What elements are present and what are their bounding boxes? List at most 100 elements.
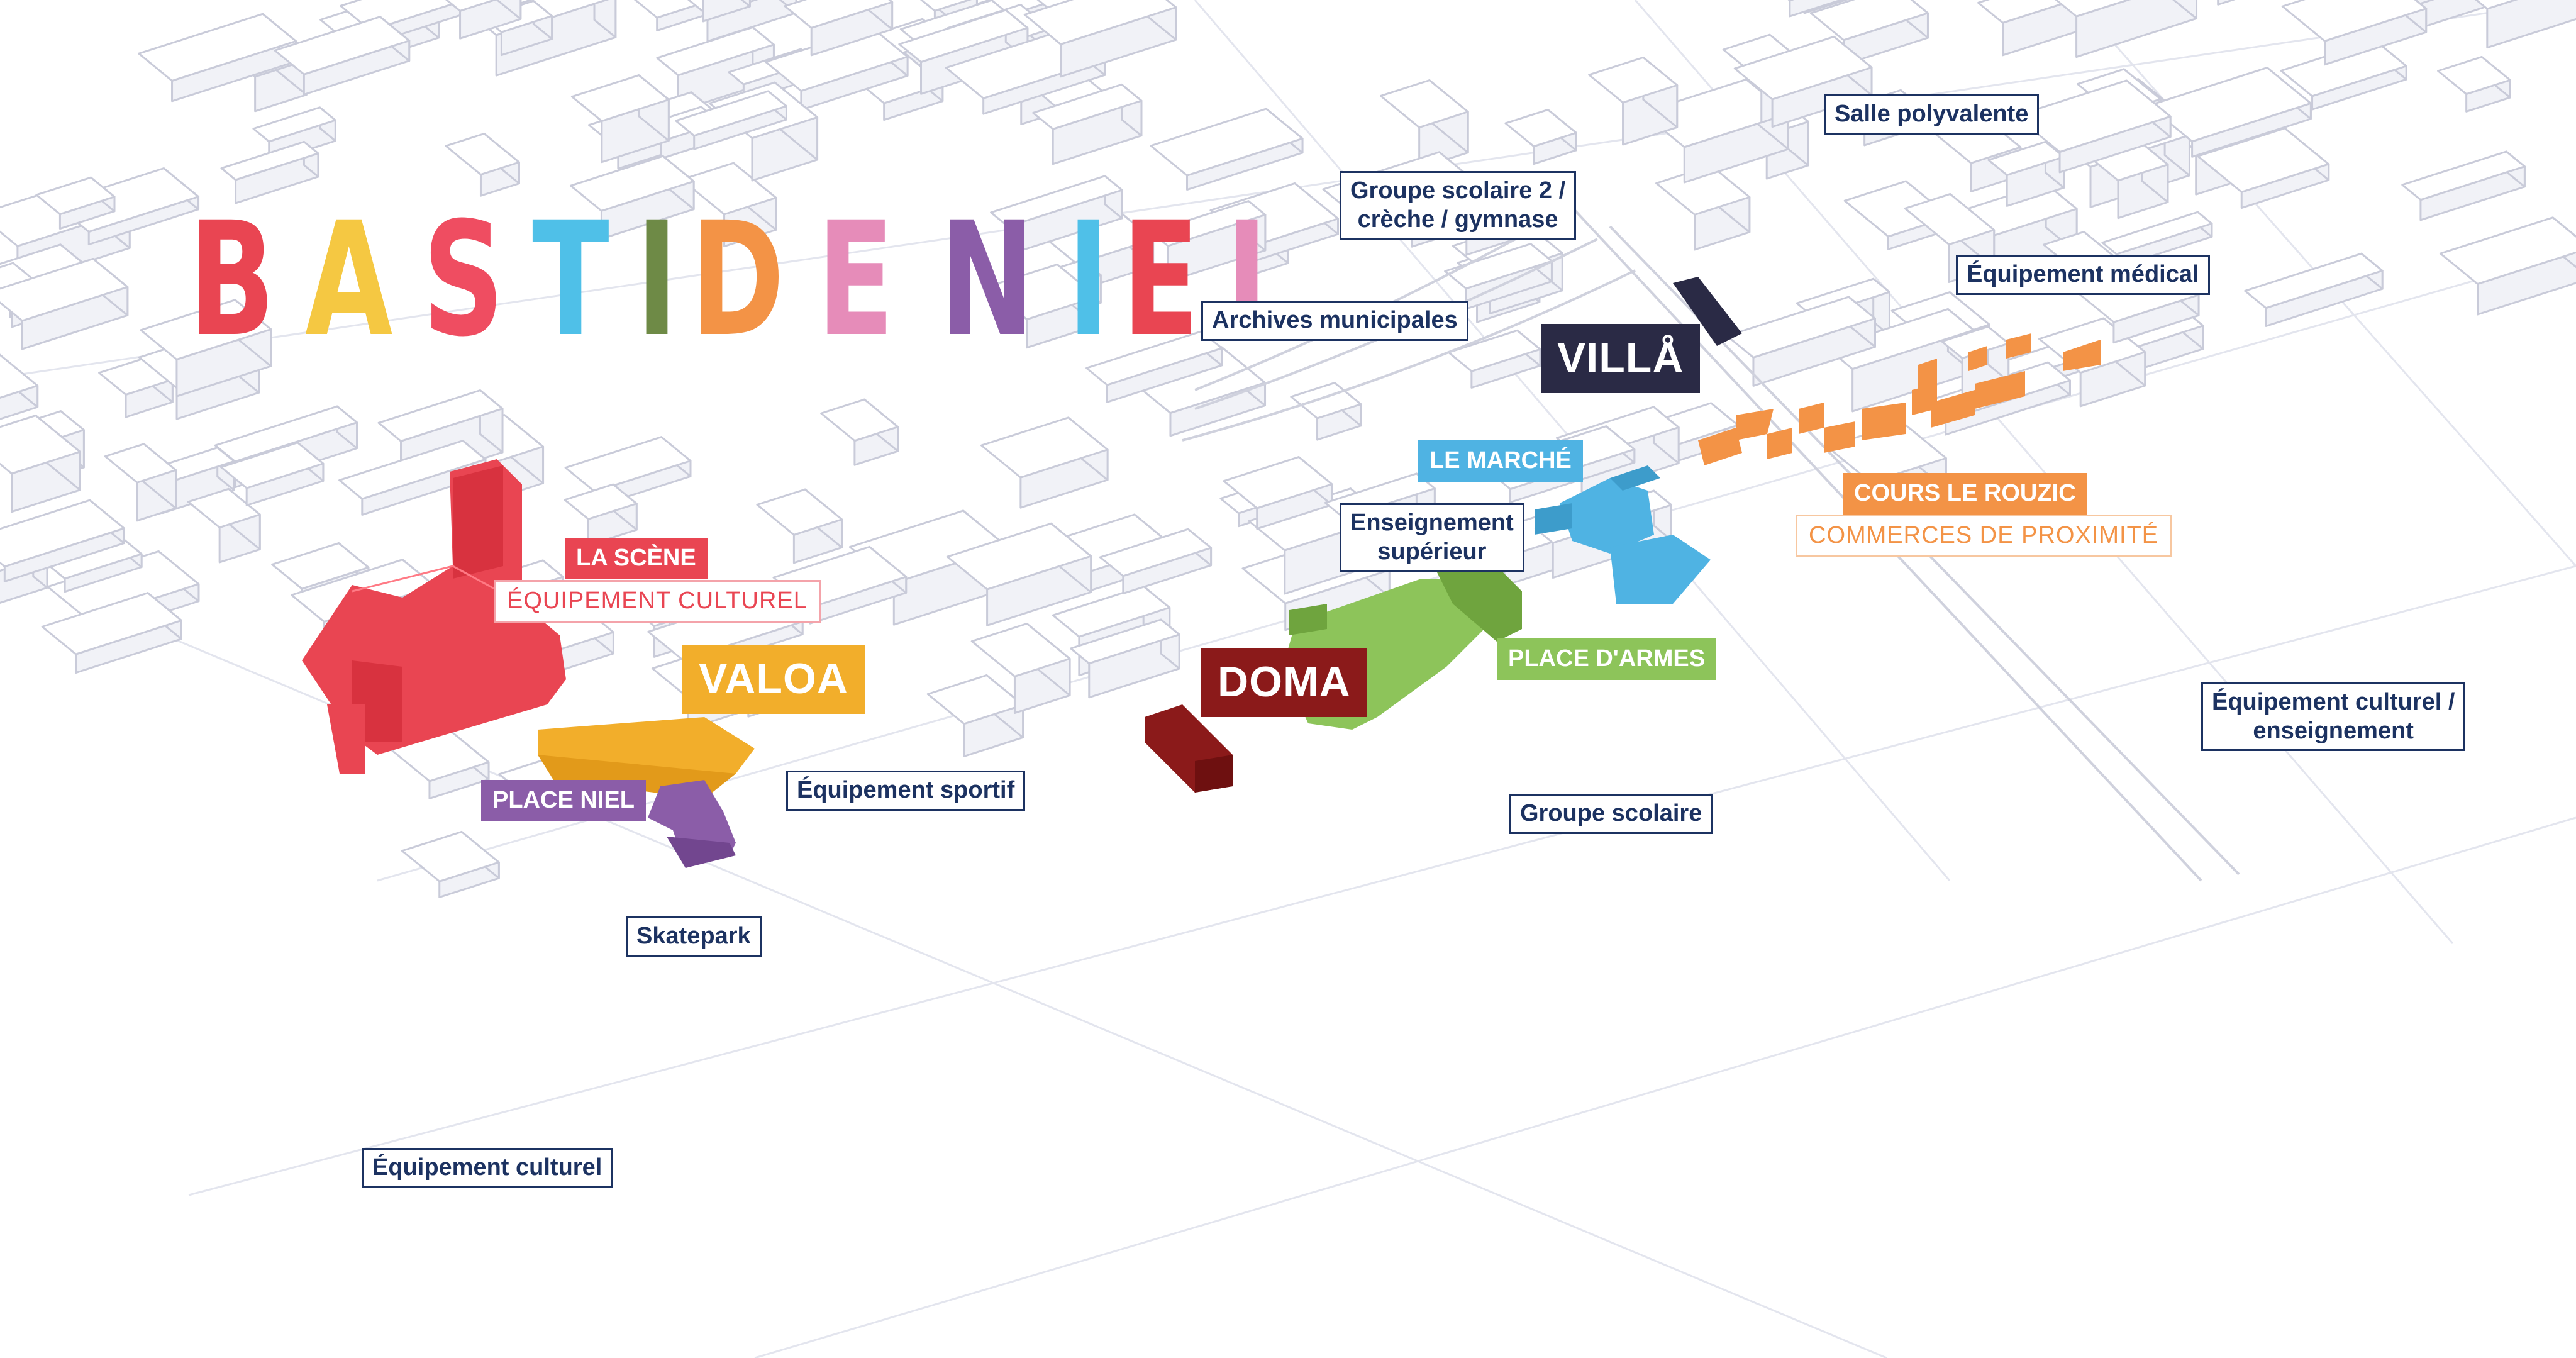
label-text: DOMA [1218, 658, 1351, 706]
building-roof [2197, 127, 2330, 193]
building-roof [2401, 150, 2526, 201]
label-text: Skatepark [636, 923, 751, 949]
building-roof [1826, 308, 1975, 370]
building-roof [445, 0, 497, 12]
building-roof [0, 353, 39, 399]
label-place-d-armes: PLACE D'ARMES [1497, 638, 1717, 680]
label-text: PLACE NIEL [492, 787, 635, 813]
building-roof [2055, 0, 2131, 18]
building-roof [946, 522, 1092, 591]
label-place-niel: PLACE NIEL [481, 780, 646, 821]
building-roof [1150, 108, 1304, 177]
label-text: Équipement culturel [372, 1154, 602, 1181]
building-roof [919, 0, 972, 12]
building-roof [140, 299, 272, 360]
building-roof [1150, 200, 1267, 247]
label-text: COMMERCES DE PROXIMITÉ [1809, 522, 2159, 548]
building-roof [2101, 211, 2213, 255]
label-enseignement-superieur: Enseignement supérieur [1340, 503, 1524, 572]
building-side [2486, 0, 2576, 49]
label-equipement-culturel: Équipement culturel [362, 1148, 613, 1188]
label-equipement-culturel-red: ÉQUIPEMENT CULTUREL [494, 580, 821, 623]
building-roof [35, 176, 116, 216]
title-letter: D [690, 188, 784, 371]
label-text: PLACE D'ARMES [1508, 645, 1706, 672]
label-equipement-medical: Équipement médical [1956, 255, 2210, 295]
title-space [921, 217, 935, 343]
building-roof [2244, 252, 2384, 309]
page-title: B A S T I D E N I E L [189, 188, 1322, 371]
building-roof [2437, 55, 2511, 96]
building-roof [1070, 618, 1180, 665]
building-roof [1032, 83, 1143, 130]
building-roof [1504, 108, 1577, 148]
building-roof [1733, 35, 1873, 101]
label-le-marche: LE MARCHÉ [1418, 440, 1583, 482]
building-roof [986, 263, 1098, 321]
building-roof [104, 443, 177, 484]
background-buildings [0, 0, 2576, 898]
building-roof [564, 436, 692, 493]
building-side [740, 0, 751, 8]
label-archives-municipales: Archives municipales [1201, 301, 1468, 341]
label-doma: DOMA [1201, 648, 1367, 717]
place-niel-area [648, 780, 736, 868]
building-roof [445, 133, 520, 176]
building-roof [1023, 0, 1177, 45]
title-letter: B [189, 188, 275, 371]
label-text: LE MARCHÉ [1430, 447, 1572, 474]
building-side [593, 0, 617, 38]
building-roof [990, 175, 1123, 228]
building-roof [2014, 79, 2172, 153]
title-letter: E [817, 188, 894, 371]
label-equipement-culturel-enseignement: Équipement culturel / enseignement [2201, 682, 2466, 752]
building-roof [1052, 585, 1171, 638]
building-roof [1223, 456, 1333, 509]
building-roof [0, 415, 81, 475]
label-la-scene: LA SCÈNE [565, 538, 708, 579]
building-roof [1379, 79, 1469, 129]
building-roof [2147, 67, 2312, 143]
building-roof [0, 257, 129, 322]
building-roof [1787, 0, 1795, 2]
title-letter: N [940, 188, 1035, 371]
building-roof [377, 389, 504, 442]
cours-le-rouzic-shops [1698, 333, 2101, 465]
label-text: LA SCÈNE [576, 545, 696, 571]
building-roof [220, 140, 319, 181]
le-marche-building [1535, 465, 1711, 604]
building-roof [898, 9, 1029, 64]
title-letter: A [304, 188, 392, 371]
title-letter: I [635, 188, 678, 371]
building-roof [401, 830, 500, 882]
building-roof [1099, 528, 1213, 577]
building-roof [1977, 0, 2077, 24]
building-roof [2439, 216, 2576, 285]
label-text: Équipement médical [1967, 261, 2199, 287]
building-side [2217, 0, 2236, 6]
label-text: supérieur [1377, 538, 1487, 565]
label-valoa: VALOA [682, 645, 865, 714]
title-letter: E [1122, 188, 1199, 371]
building-roof [756, 488, 843, 536]
building-roof [187, 487, 261, 529]
building-roof [1447, 329, 1541, 372]
label-text: crèche / gymnase [1357, 206, 1558, 233]
building-roof [41, 592, 182, 655]
building-roof [274, 16, 411, 75]
building-roof [1904, 192, 1996, 246]
building-roof [2475, 0, 2518, 10]
building-roof [569, 155, 695, 212]
building-side [496, 0, 522, 20]
label-text: VALOA [699, 655, 848, 703]
label-text: Équipement sportif [797, 777, 1015, 803]
label-text: Archives municipales [1212, 307, 1458, 333]
label-text: Équipement culturel / [2212, 689, 2455, 715]
label-cours-le-rouzic: COURS LE ROUZIC [1843, 473, 2087, 515]
building-roof [675, 90, 787, 137]
label-text: Groupe scolaire 2 / [1350, 177, 1566, 204]
building-roof [680, 162, 777, 216]
title-letter: S [423, 188, 504, 371]
label-text: Enseignement [1350, 509, 1514, 536]
building-roof [784, 0, 894, 29]
